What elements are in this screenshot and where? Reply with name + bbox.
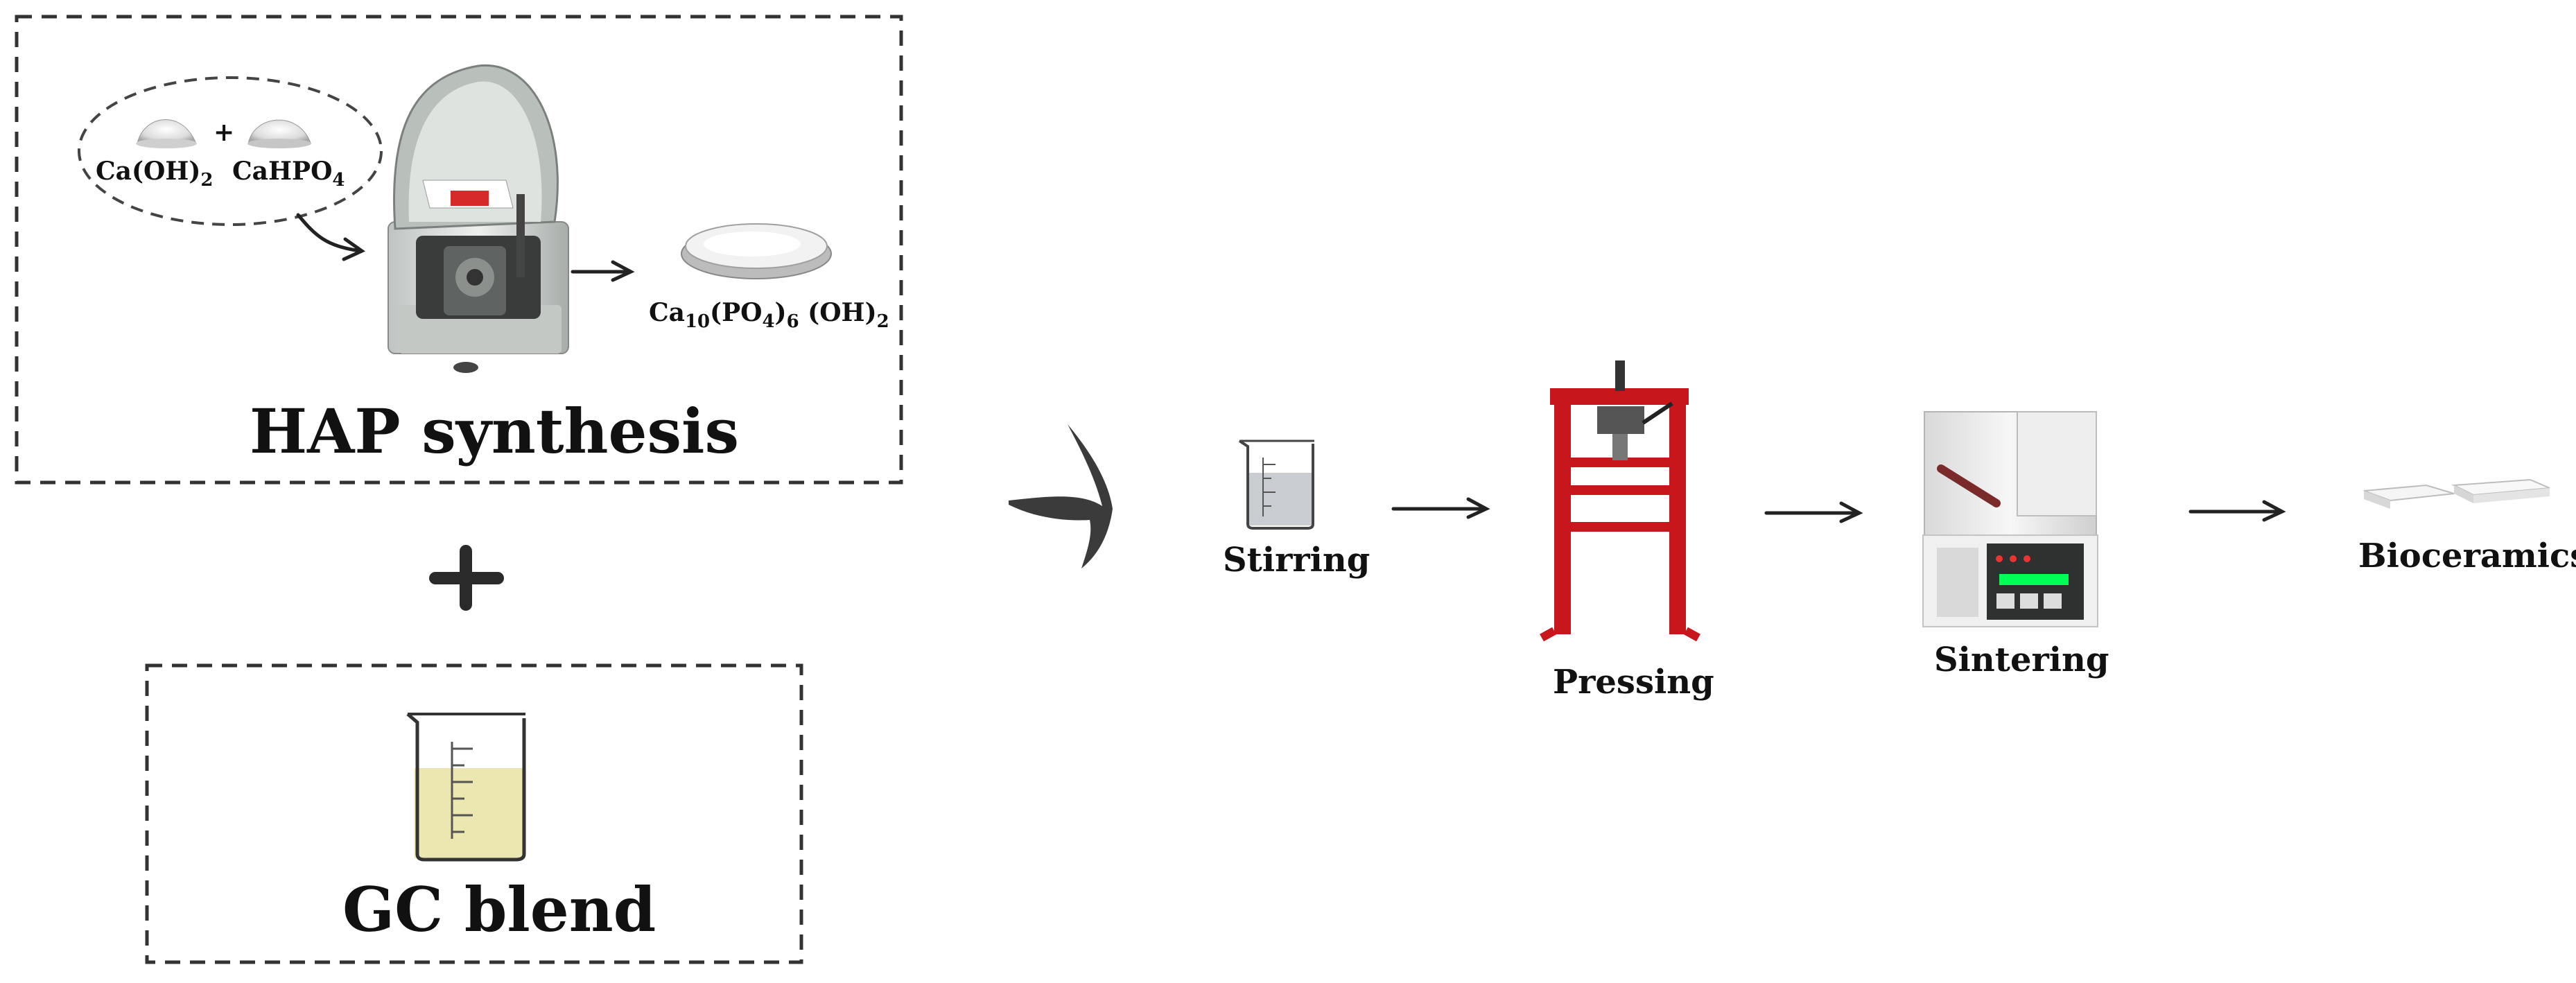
- powder-icon: [247, 119, 311, 148]
- reactant-caoh2: Ca(OH)2: [96, 157, 213, 191]
- product-part-1: Ca: [649, 298, 685, 327]
- product-part-2: (PO: [710, 298, 763, 327]
- hap-synthesis-title: HAP synthesis: [250, 395, 740, 467]
- reactants-ellipse: [78, 76, 383, 226]
- furnace-icon: [1922, 411, 2098, 627]
- step-label-pressing: Pressing: [1553, 663, 1714, 702]
- plus-icon: [429, 545, 504, 611]
- product-sub-4: 2: [876, 311, 889, 333]
- reactant-2-sub: 4: [332, 170, 345, 191]
- product-hap-formula: Ca10(PO4)6 (OH)2: [649, 298, 889, 332]
- arrow-icon: [1764, 501, 1863, 523]
- step-label-sintering: Sintering: [1934, 641, 2109, 679]
- product-sub-3: 6: [786, 311, 799, 333]
- reactant-plus: +: [214, 118, 234, 147]
- arrow-icon: [296, 213, 365, 261]
- product-sub-2: 4: [762, 311, 775, 333]
- petri-dish-icon: [681, 223, 832, 279]
- arrow-icon: [1009, 424, 1113, 568]
- step-label-bioceramics: Bioceramics: [2358, 537, 2576, 575]
- plus-sign: +: [214, 118, 235, 147]
- disc-icon: [2363, 478, 2550, 509]
- reactant-2-base: CaHPO: [232, 157, 333, 186]
- gc-blend-box: [145, 663, 803, 964]
- powder-icon: [136, 119, 197, 148]
- product-sub-1: 10: [684, 311, 711, 333]
- ball-mill-icon: [388, 64, 569, 373]
- reactant-1-base: Ca(OH): [96, 157, 201, 186]
- arrow-icon: [2188, 500, 2286, 522]
- gc-blend-title: GC blend: [342, 873, 656, 946]
- hydraulic-press-icon: [1540, 360, 1700, 642]
- reactant-cahpo4: CaHPO4: [232, 157, 345, 191]
- arrow-icon: [571, 260, 635, 282]
- reactant-1-sub: 2: [200, 170, 214, 191]
- product-part-3: ): [774, 298, 787, 327]
- product-part-4: (OH): [799, 298, 877, 327]
- arrow-icon: [1391, 497, 1490, 519]
- step-label-stirring: Stirring: [1223, 541, 1370, 580]
- beaker-icon: [406, 713, 526, 862]
- beaker-icon: [1238, 440, 1314, 530]
